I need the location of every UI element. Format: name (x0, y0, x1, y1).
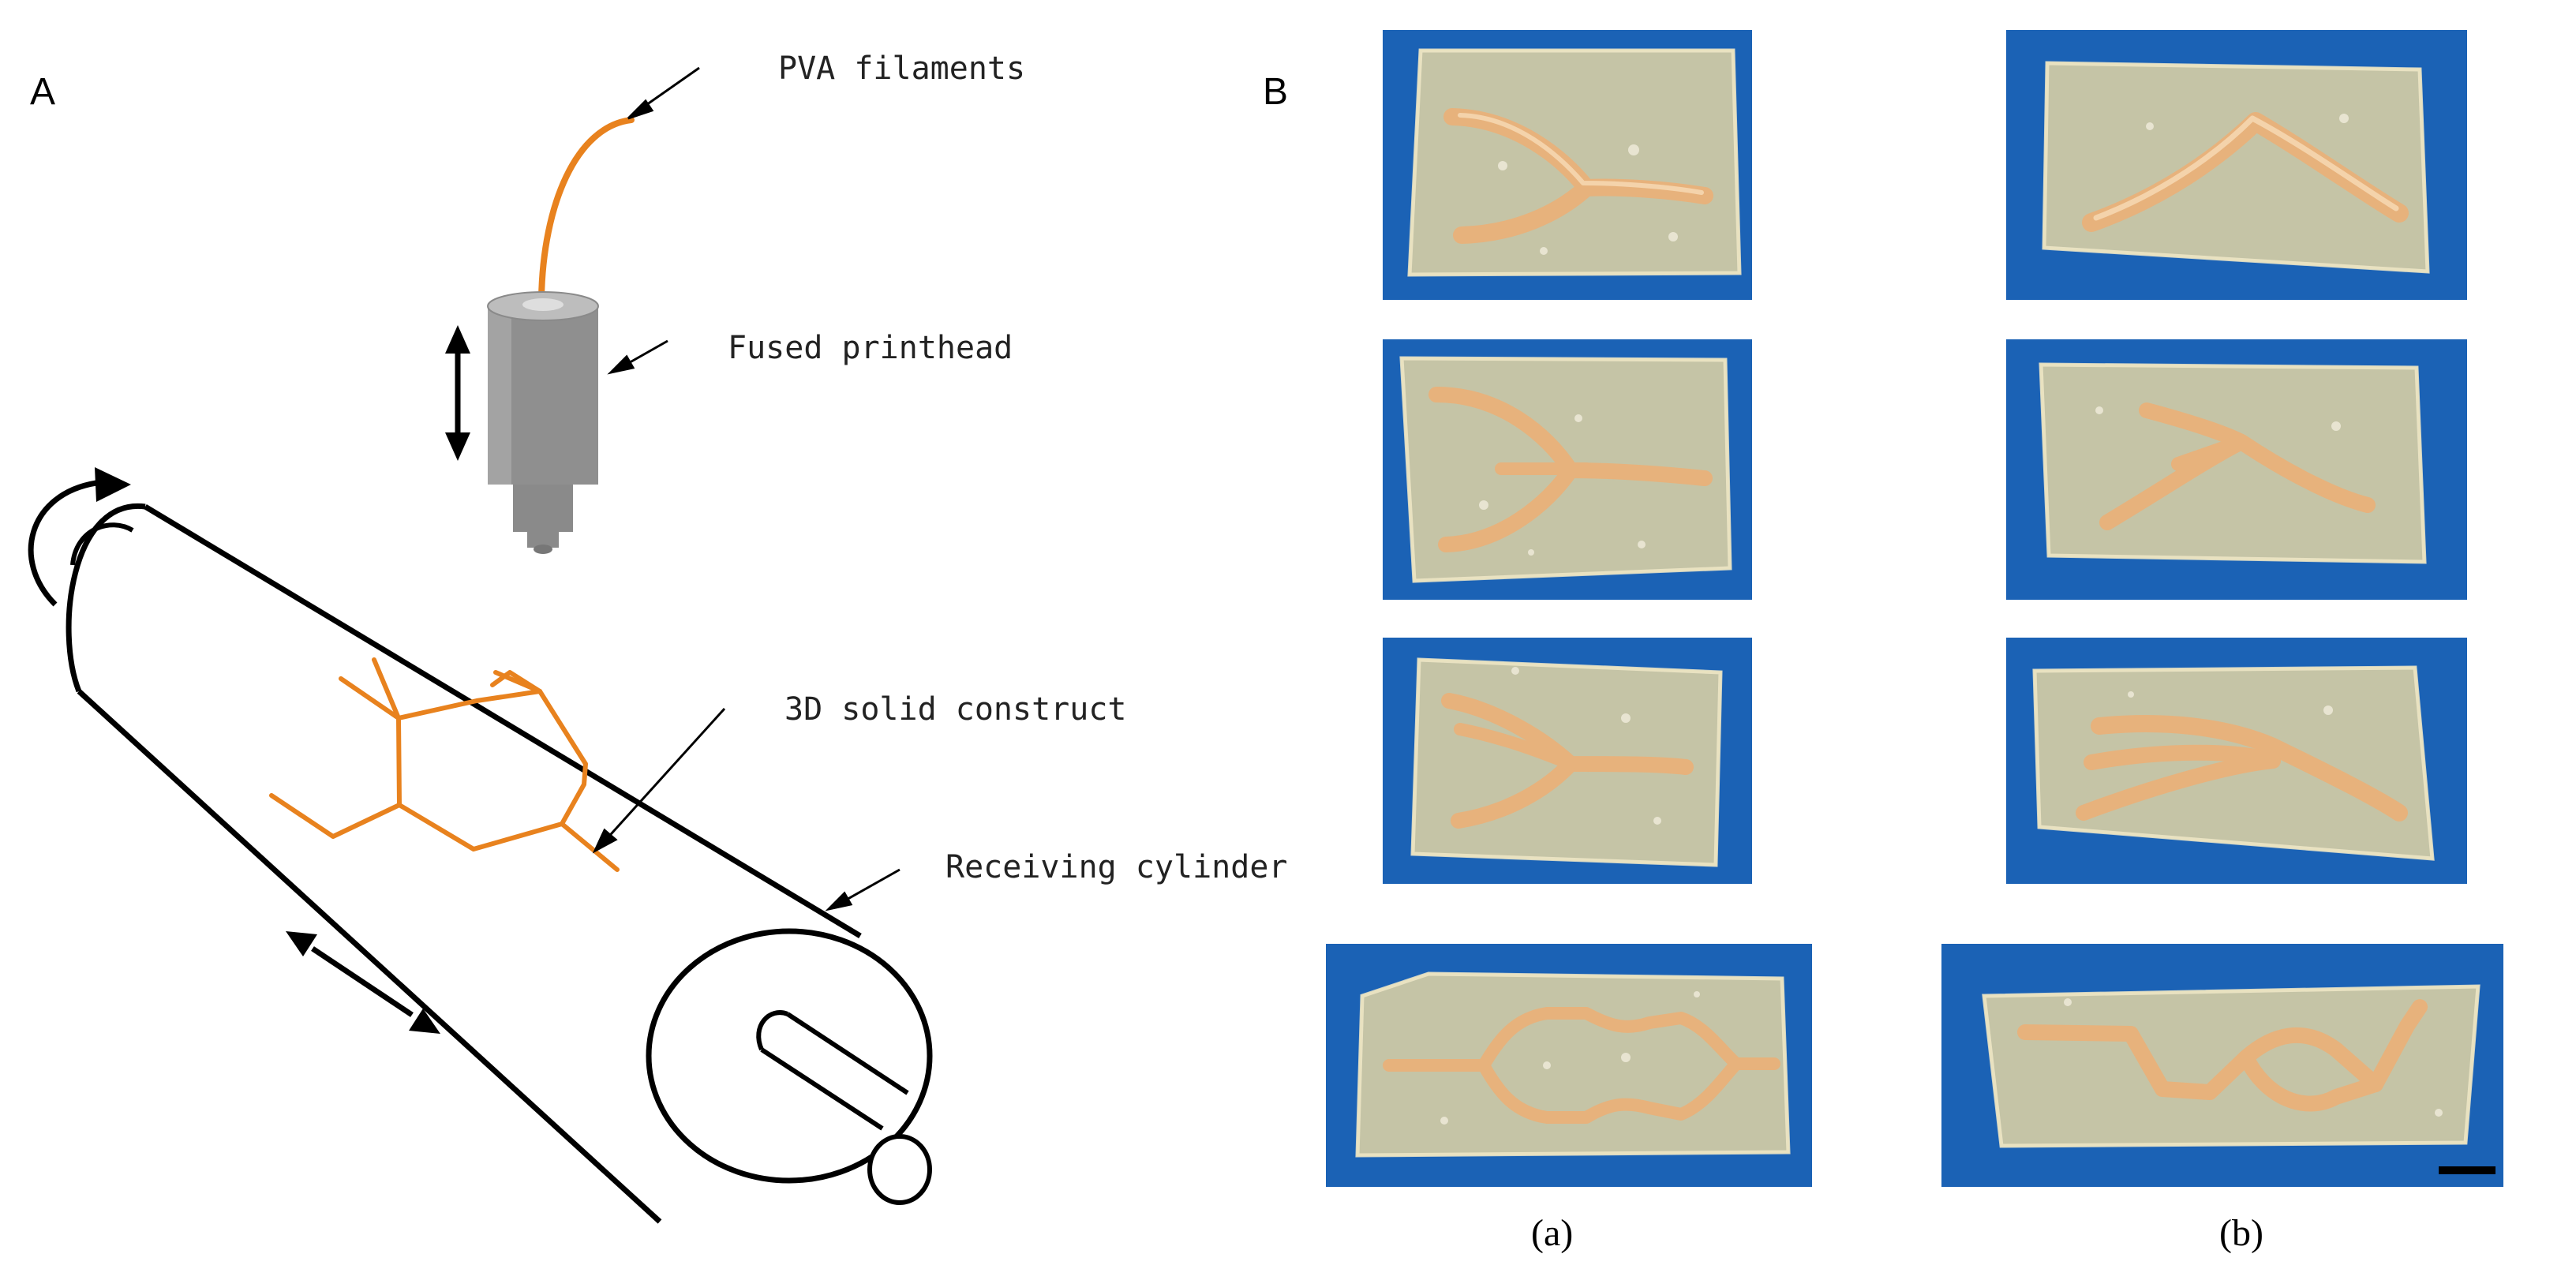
receiving-cylinder-label: Receiving cylinder (945, 849, 1287, 885)
pva-filaments-label: PVA filaments (778, 51, 1025, 87)
photo-b4 (1941, 944, 2503, 1187)
fused-printhead-label: Fused printhead (728, 330, 1013, 366)
vertical-motion-arrow-icon (445, 325, 470, 461)
solid-construct-label: 3D solid construct (784, 691, 1126, 728)
callout-arrows (592, 66, 900, 911)
solid-construct (269, 657, 620, 872)
photo-b2 (2006, 339, 2467, 600)
panel-b: B (1263, 30, 2503, 1254)
fused-printhead (487, 291, 599, 554)
receiving-cylinder (66, 503, 933, 1224)
panel-a-letter: A (30, 71, 55, 113)
photo-a3 (1383, 638, 1752, 884)
panel-a: A (28, 51, 1287, 1224)
photo-a2 (1383, 339, 1752, 600)
photo-b1 (2006, 30, 2467, 300)
axial-motion-arrow-icon (286, 931, 440, 1034)
panel-b-letter: B (1263, 71, 1288, 113)
photo-b3 (2006, 638, 2467, 884)
column-b-caption: (b) (2219, 1212, 2263, 1254)
cylinder-shaft (756, 1010, 932, 1205)
scale-bar (2439, 1166, 2496, 1174)
column-a-caption: (a) (1531, 1212, 1573, 1254)
photo-a1 (1383, 30, 1752, 300)
pva-filament (538, 117, 635, 301)
photo-a4 (1326, 944, 1812, 1187)
rotation-arrow-icon (28, 467, 131, 607)
